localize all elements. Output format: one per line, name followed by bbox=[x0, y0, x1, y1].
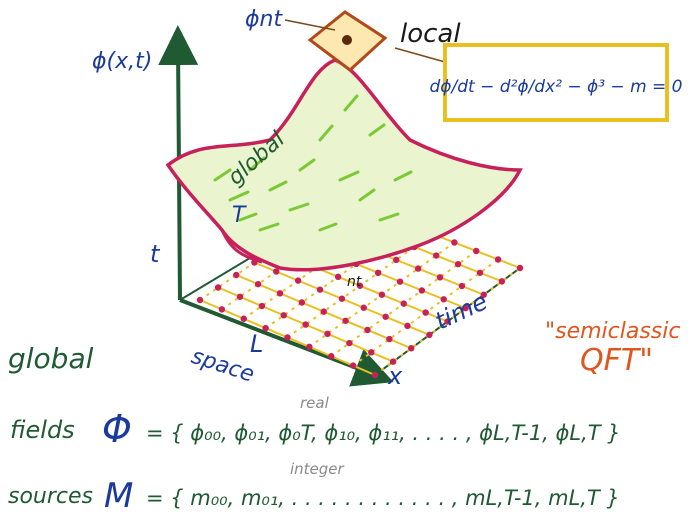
lattice-point bbox=[433, 252, 440, 259]
lattice-point bbox=[451, 239, 458, 246]
integer-note: integer bbox=[290, 460, 345, 478]
time-axis-label: time bbox=[431, 287, 492, 335]
phi-nt-pointer bbox=[284, 19, 336, 31]
lattice-point bbox=[393, 256, 400, 264]
lattice-point bbox=[444, 318, 451, 325]
lattice-point bbox=[236, 293, 244, 300]
lattice-point bbox=[298, 299, 306, 306]
lattice-point bbox=[374, 269, 382, 277]
lattice-point bbox=[386, 335, 393, 343]
lattice-point bbox=[324, 330, 331, 338]
lattice-point bbox=[378, 291, 386, 298]
space-axis bbox=[179, 298, 394, 387]
lattice-point bbox=[396, 278, 404, 285]
fields-symbol: Φ bbox=[102, 407, 132, 451]
L-label: L bbox=[250, 330, 263, 358]
equation-box: dϕ/dt − d²ϕ/dx² − ϕ³ − m = 0 bbox=[429, 43, 683, 122]
lattice-point bbox=[498, 278, 506, 285]
surface-hatching bbox=[213, 94, 413, 232]
lattice-point bbox=[273, 268, 280, 275]
real-note: real bbox=[300, 394, 330, 412]
lattice-point bbox=[342, 317, 349, 324]
lattice-point bbox=[454, 260, 462, 268]
lattice-point bbox=[328, 353, 335, 360]
lattice-point bbox=[302, 321, 309, 328]
lattice-point bbox=[404, 322, 411, 330]
lattice-point bbox=[356, 282, 364, 289]
lattice-point bbox=[338, 295, 346, 302]
lattice-point bbox=[218, 306, 226, 313]
lattice-point bbox=[368, 349, 375, 356]
lattice-point bbox=[196, 296, 204, 304]
T-label: T bbox=[232, 203, 247, 228]
surface-front-edge bbox=[220, 229, 263, 264]
local-patch-point bbox=[342, 35, 352, 45]
lattice-point bbox=[462, 304, 469, 312]
lattice-point bbox=[440, 296, 447, 303]
lattice-point bbox=[240, 315, 247, 322]
equation-text: dϕ/dt − d²ϕ/dx² − ϕ³ − m = 0 bbox=[429, 77, 682, 97]
lattice-point bbox=[316, 286, 324, 293]
surface-fill bbox=[165, 58, 523, 272]
sources-label: sources bbox=[8, 484, 93, 509]
equation-frame bbox=[443, 43, 669, 122]
field-surface bbox=[165, 58, 523, 272]
lattice-point bbox=[233, 271, 240, 279]
lattice-point bbox=[418, 287, 426, 294]
lattice-point bbox=[476, 269, 484, 276]
phi-axis-label: ϕ(x,t) bbox=[92, 49, 152, 74]
sources-symbol: M bbox=[104, 476, 133, 516]
lattice-point bbox=[371, 371, 379, 379]
lattice-point bbox=[422, 309, 429, 316]
fields-label: fields bbox=[10, 416, 75, 444]
local-patch bbox=[284, 10, 446, 72]
lattice-point bbox=[284, 334, 291, 341]
lattice-point bbox=[400, 300, 407, 307]
lattice-point bbox=[258, 302, 266, 310]
local-pointer bbox=[394, 47, 446, 63]
semiclassical-line-1: "semiclassic bbox=[545, 319, 680, 344]
nt-point-label: nt bbox=[347, 274, 362, 290]
lattice-point bbox=[458, 282, 466, 290]
lattice-point bbox=[306, 343, 313, 351]
lattice-point bbox=[473, 247, 480, 255]
lattice-point bbox=[360, 304, 367, 311]
lattice-point bbox=[262, 324, 269, 332]
lattice-point bbox=[349, 362, 357, 369]
lattice-point bbox=[334, 273, 342, 281]
lattice-point bbox=[280, 312, 287, 319]
semiclassical-line-2: QFT" bbox=[580, 343, 653, 378]
lattice-point bbox=[480, 291, 487, 298]
lattice-point bbox=[294, 277, 302, 284]
lattice-point bbox=[389, 358, 397, 365]
lattice-point bbox=[426, 331, 433, 339]
lattice-point bbox=[494, 256, 502, 263]
lattice-point bbox=[276, 290, 284, 297]
lattice-point bbox=[436, 274, 444, 281]
local-label: local bbox=[400, 19, 461, 49]
lattice-point bbox=[414, 265, 422, 272]
lattice-point bbox=[516, 264, 524, 272]
t-axis-label: t bbox=[150, 240, 161, 268]
lattice-point bbox=[254, 280, 262, 288]
fields-set: = { ϕ₀₀, ϕ₀₁, ϕ₀T, ϕ₁₀, ϕ₁₁, . . . . , ϕ… bbox=[146, 421, 621, 445]
space-axis-label: space bbox=[188, 344, 257, 388]
lattice-point bbox=[408, 345, 415, 352]
phi-nt-label: ϕnt bbox=[245, 7, 283, 32]
lattice-point bbox=[382, 313, 389, 320]
lattice-point bbox=[320, 308, 327, 315]
lattice-point bbox=[346, 339, 353, 347]
lattice-point bbox=[214, 284, 222, 291]
global-heading: global bbox=[8, 342, 94, 375]
sources-set: = { m₀₀, m₀₁, . . . . . . . . . . . . , … bbox=[146, 486, 620, 510]
lattice-point bbox=[364, 326, 371, 334]
x-axis-label: x bbox=[387, 362, 403, 390]
